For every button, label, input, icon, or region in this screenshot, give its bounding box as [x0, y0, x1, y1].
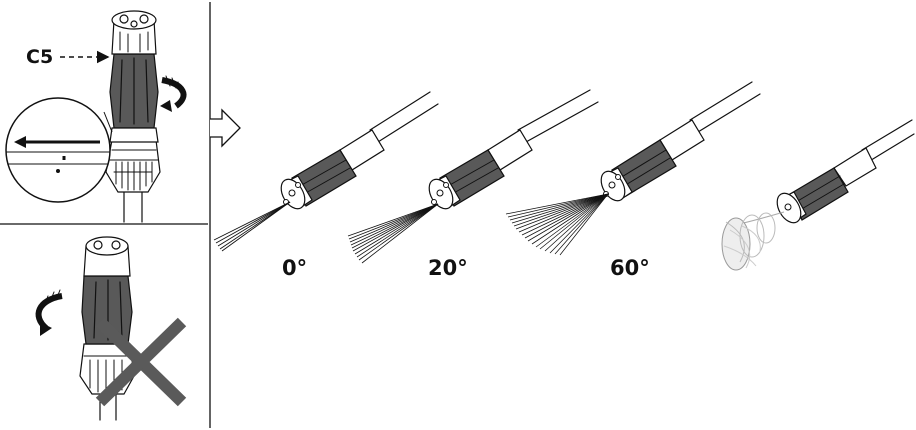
- nozzle-icon: [428, 129, 533, 210]
- nozzle-icon: [600, 119, 705, 202]
- spray-fan-narrow: [347, 203, 439, 264]
- hose: [369, 91, 439, 143]
- rotate-arrow-icon-reverse: [35, 289, 63, 336]
- spray-jet: [213, 201, 291, 252]
- angle-label-20: 20°: [428, 256, 468, 280]
- rotate-arrow-icon: [160, 75, 187, 112]
- nozzle-0-deg: 0°: [213, 91, 439, 280]
- bottom-left-panel: [35, 236, 187, 421]
- nozzle-icon: [776, 147, 877, 224]
- collar-ridges: [115, 161, 153, 191]
- nozzle-20-deg: 20°: [347, 89, 599, 280]
- nozzle-icon: [280, 129, 385, 210]
- top-left-panel: C5: [5, 10, 187, 223]
- nozzle-rotating: [721, 119, 915, 271]
- callout-label-c5: C5: [26, 46, 53, 68]
- spray-rotating: [721, 211, 785, 271]
- prohibited-x-icon: [95, 317, 187, 407]
- right-arrow-icon: [210, 108, 241, 148]
- magnifier-icon: [5, 97, 111, 203]
- nozzle-60-deg: 60°: [505, 81, 761, 280]
- angle-label-0: 0°: [282, 256, 307, 280]
- hose: [861, 119, 915, 163]
- hose: [517, 89, 599, 143]
- hose: [689, 81, 761, 133]
- spray-fan-wide: [505, 193, 609, 256]
- angle-label-60: 60°: [610, 256, 650, 280]
